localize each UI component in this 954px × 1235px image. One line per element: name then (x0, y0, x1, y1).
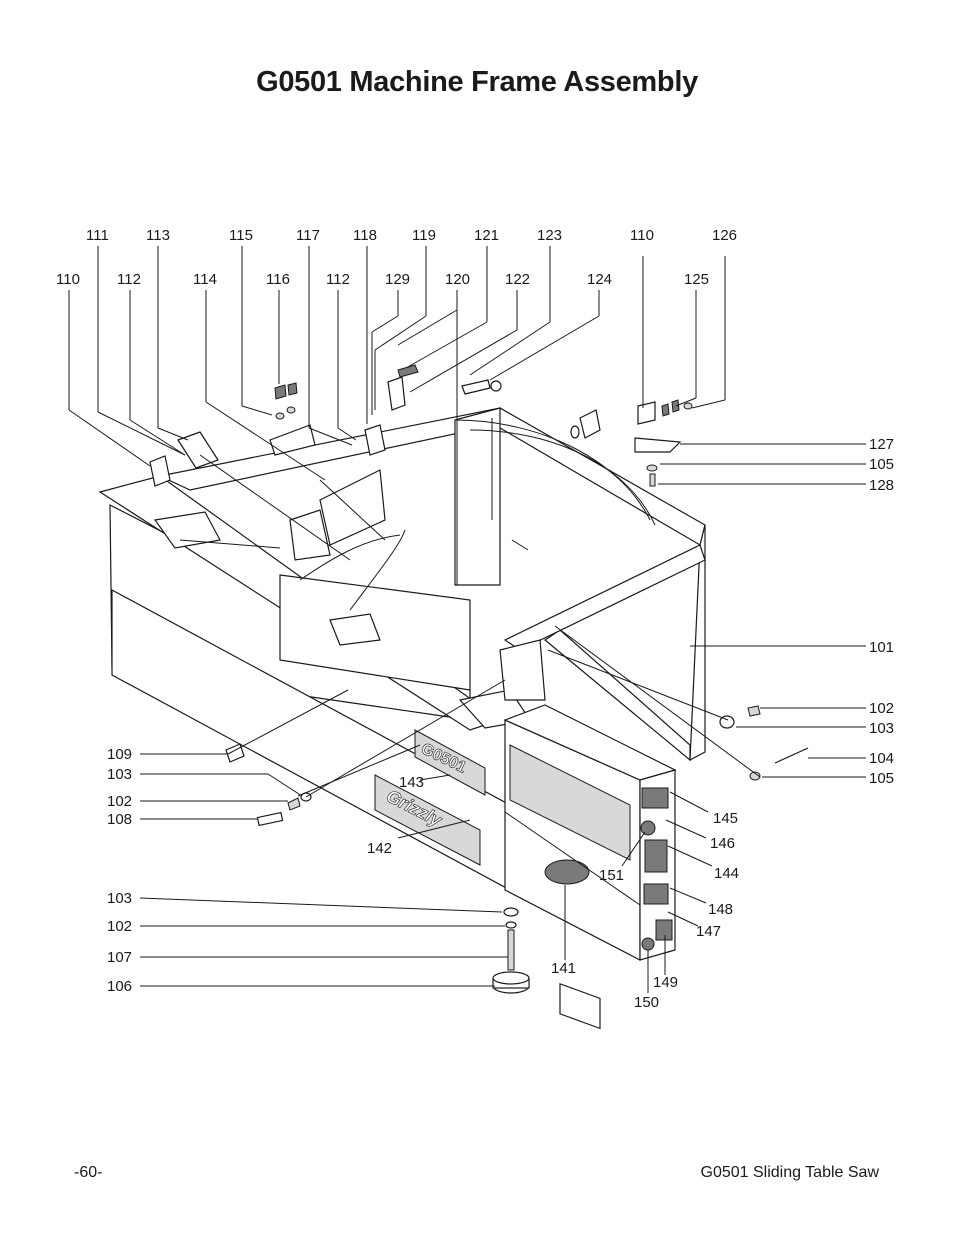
callout-102-bottom: 102 (107, 918, 132, 935)
callout-145: 145 (713, 810, 738, 827)
model-decal (414, 729, 486, 796)
callout-129: 129 (385, 271, 410, 288)
machine-frame-drawing (98, 364, 809, 1030)
callout-108: 108 (107, 811, 132, 828)
callout-116: 116 (266, 271, 290, 288)
callout-122: 122 (505, 271, 530, 288)
callout-105-lower: 105 (869, 770, 894, 787)
callout-105-upper: 105 (869, 456, 894, 473)
callout-114: 114 (193, 271, 217, 288)
callout-151: 151 (599, 867, 624, 884)
callout-125: 125 (684, 271, 709, 288)
callout-110-top: 110 (630, 227, 654, 244)
callout-126: 126 (712, 227, 737, 244)
callout-109: 109 (107, 746, 132, 763)
callout-146: 146 (710, 835, 735, 852)
page-title: G0501 Machine Frame Assembly (256, 66, 698, 98)
callout-144: 144 (714, 865, 739, 882)
callout-104: 104 (869, 750, 894, 767)
page-number: -60- (74, 1164, 103, 1181)
brand-decal (374, 774, 481, 866)
callout-120: 120 (445, 271, 470, 288)
callout-127: 127 (869, 436, 894, 453)
callout-149: 149 (653, 974, 678, 991)
callout-115: 115 (229, 227, 253, 244)
leader-lines (68, 246, 866, 993)
callout-103-right: 103 (869, 720, 894, 737)
callout-103-left: 103 (107, 766, 132, 783)
callout-121: 121 (474, 227, 499, 244)
callout-118: 118 (353, 227, 377, 244)
callout-labels: 111 113 115 117 118 119 121 123 110 126 … (56, 227, 894, 1011)
callout-141: 141 (551, 960, 576, 977)
callout-102-right: 102 (869, 700, 894, 717)
callout-142: 142 (367, 840, 392, 857)
callout-128: 128 (869, 477, 894, 494)
logo-badge (544, 859, 590, 885)
callout-147: 147 (696, 923, 721, 940)
manual-title: G0501 Sliding Table Saw (700, 1164, 880, 1181)
callout-111: 111 (86, 227, 109, 244)
callout-106: 106 (107, 978, 132, 995)
callout-107: 107 (107, 949, 132, 966)
callout-101: 101 (869, 639, 894, 656)
callout-148: 148 (708, 901, 733, 918)
callout-103-bottom: 103 (107, 890, 132, 907)
callout-124: 124 (587, 271, 612, 288)
callout-113: 113 (146, 227, 170, 244)
callout-112-left: 112 (117, 271, 141, 288)
callout-143: 143 (399, 774, 424, 791)
callout-123: 123 (537, 227, 562, 244)
callout-150: 150 (634, 994, 659, 1011)
callout-102-left: 102 (107, 793, 132, 810)
callout-112-mid: 112 (326, 271, 350, 288)
callout-119: 119 (412, 227, 436, 244)
callout-117: 117 (296, 227, 320, 244)
callout-110-left: 110 (56, 271, 80, 288)
